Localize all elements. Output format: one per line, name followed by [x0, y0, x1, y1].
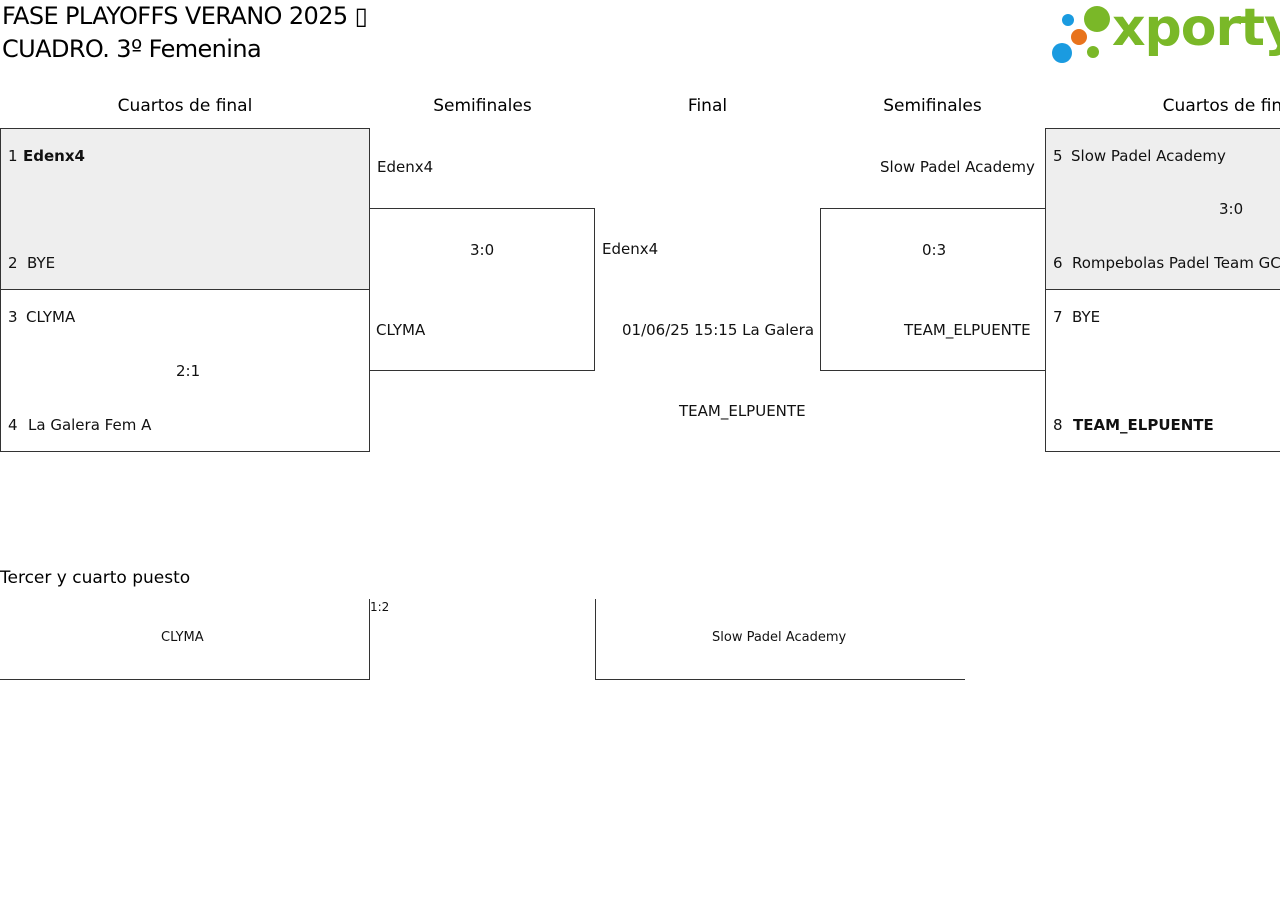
team-name: TEAM_ELPUENTE: [904, 321, 1031, 339]
round-label-left-quarters: Cuartos de final: [117, 96, 253, 116]
quarter-match-1[interactable]: 1 Edenx4 2 BYE: [0, 128, 370, 290]
team-name: TEAM_ELPUENTE: [1073, 416, 1214, 434]
seed-number: 5: [1053, 147, 1063, 165]
match-score: 3:0: [1219, 200, 1244, 218]
round-label-right-quarters: Cuartos de final: [1162, 96, 1280, 116]
team-name: Slow Padel Academy: [1071, 147, 1226, 165]
team-name: CLYMA: [26, 308, 76, 326]
final-schedule: 01/06/25 15:15 La Galera: [622, 321, 815, 339]
team-name: Edenx4: [23, 147, 85, 165]
semi-left-team-a: Edenx4: [377, 158, 434, 176]
match-score: 0:3: [922, 241, 947, 259]
seed-number: 7: [1053, 308, 1063, 326]
seed-number: 8: [1053, 416, 1063, 434]
page-title: FASE PLAYOFFS VERANO 2025 ▯: [2, 2, 368, 30]
quarter-match-2[interactable]: 3 CLYMA 2:1 4 La Galera Fem A: [0, 289, 370, 452]
team-name: La Galera Fem A: [28, 416, 152, 434]
round-label-left-semis: Semifinales: [433, 96, 532, 116]
third-place-label: Tercer y cuarto puesto: [0, 568, 191, 588]
team-name: CLYMA: [376, 321, 426, 339]
semi-match-left[interactable]: 3:0 CLYMA: [369, 208, 595, 371]
team-name: Rompebolas Padel Team GC: [1072, 254, 1280, 272]
round-label-right-semis: Semifinales: [883, 96, 982, 116]
third-place-match-left[interactable]: CLYMA: [0, 599, 370, 680]
team-name: Slow Padel Academy: [712, 630, 847, 645]
semi-right-team-a: Slow Padel Academy: [880, 158, 1035, 176]
seed-number: 6: [1053, 254, 1063, 272]
seed-number: 3: [8, 308, 18, 326]
quarter-match-3[interactable]: 5 Slow Padel Academy 3:0 6 Rompebolas Pa…: [1045, 128, 1280, 290]
xporty-logo: xporty: [1050, 0, 1280, 68]
round-label-final: Final: [687, 96, 728, 116]
team-name: BYE: [27, 254, 56, 272]
seed-number: 2: [8, 254, 18, 272]
final-team-a: Edenx4: [602, 240, 659, 258]
third-place-match-right[interactable]: Slow Padel Academy: [595, 599, 965, 680]
third-place-score: 1:2: [370, 600, 390, 614]
logo-wordmark: xporty: [1112, 0, 1280, 58]
match-score: 2:1: [176, 362, 201, 380]
team-name: BYE: [1072, 308, 1101, 326]
logo-dots-icon: [1052, 6, 1110, 63]
page-subtitle: CUADRO. 3º Femenina: [2, 35, 262, 63]
seed-number: 4: [8, 416, 18, 434]
quarter-match-4[interactable]: 7 BYE 8 TEAM_ELPUENTE: [1045, 289, 1280, 452]
semi-match-right[interactable]: 0:3 TEAM_ELPUENTE: [820, 208, 1046, 371]
seed-number: 1: [8, 147, 18, 165]
team-name: CLYMA: [161, 630, 204, 645]
final-team-b: TEAM_ELPUENTE: [679, 402, 806, 420]
match-score: 3:0: [470, 241, 495, 259]
